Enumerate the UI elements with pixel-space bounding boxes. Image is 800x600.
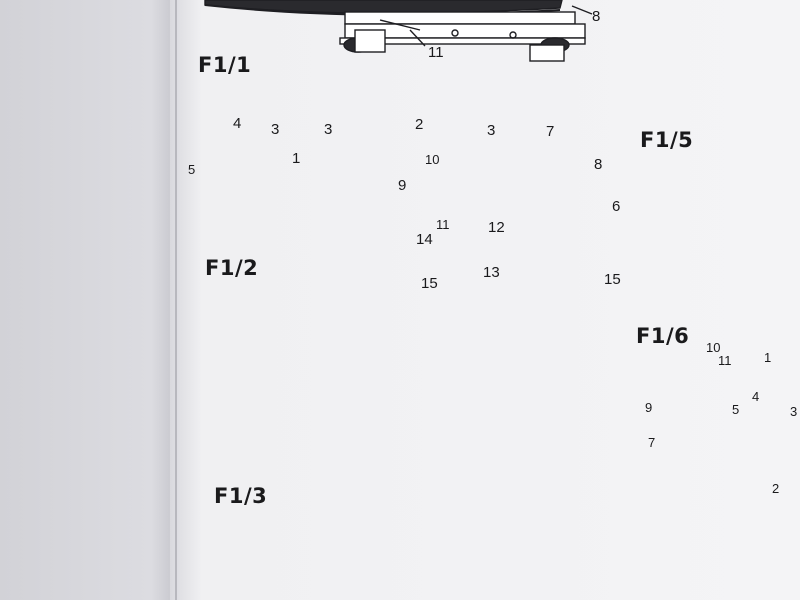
callout-f1-2-15b: 15	[604, 271, 621, 288]
callout-f1-2-11: 11	[436, 217, 450, 232]
callout-f1-2-1: 1	[292, 150, 301, 167]
callout-f1-6-5: 5	[732, 402, 740, 417]
callout-f1-2-5: 5	[188, 162, 196, 177]
figure-label-f1-2: F1/2	[205, 256, 259, 280]
right-page	[170, 0, 800, 600]
figure-label-f1-1: F1/1	[198, 53, 252, 77]
callout-f1-2-2: 2	[415, 116, 424, 133]
callout-f1-6-1: 1	[764, 350, 772, 365]
callout-f1-6-7: 7	[648, 435, 656, 450]
figure-label-f1-5: F1/5	[640, 128, 694, 152]
callout-f1-2-3a: 3	[271, 121, 280, 138]
callout-f1-2-10: 10	[425, 152, 440, 167]
callout-f1-2-15a: 15	[421, 275, 438, 292]
callout-f1-2-3b: 3	[324, 121, 333, 138]
callout-f1-2-9: 9	[398, 177, 407, 194]
callout-f1-2-14: 14	[416, 231, 433, 248]
callout-f1-6-2: 2	[772, 481, 780, 496]
figure-label-f1-6: F1/6	[636, 324, 690, 348]
callout-f1-6-4: 4	[752, 389, 760, 404]
callout-f1-6-9: 9	[645, 400, 653, 415]
callout-f1-6-11: 11	[718, 353, 732, 368]
callout-f1-6-3: 3	[790, 404, 798, 419]
callout-f1-2-8: 8	[594, 156, 603, 173]
callout-f1-2-13: 13	[483, 264, 500, 281]
callout-f1-1-8: 8	[592, 8, 601, 25]
callout-f1-1-11: 11	[428, 44, 444, 61]
callout-f1-2-3c: 3	[487, 122, 496, 139]
callout-f1-2-12: 12	[488, 219, 505, 236]
callout-f1-2-6: 6	[612, 198, 621, 215]
left-page	[0, 0, 178, 600]
callout-f1-2-7: 7	[546, 123, 555, 140]
figure-f1-1-drawing	[204, 0, 593, 62]
figure-label-f1-3: F1/3	[214, 484, 268, 508]
callout-f1-6-10: 10	[706, 340, 721, 355]
callout-f1-2-4: 4	[233, 115, 242, 132]
